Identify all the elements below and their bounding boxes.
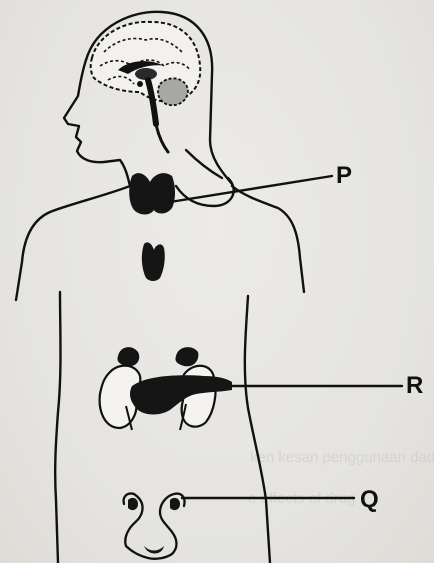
label-r: R	[406, 372, 423, 399]
brain	[91, 22, 201, 152]
left-adrenal-gland	[117, 347, 139, 366]
right-ovary	[170, 498, 180, 510]
right-shoulder-arm	[232, 186, 304, 292]
right-adrenal-gland	[175, 347, 198, 366]
left-torso-side	[55, 292, 60, 563]
bleed-through-line-1: ken kesan penggunaan dadah,	[250, 449, 434, 466]
thymus-shape	[142, 242, 165, 281]
kidneys-and-pancreas	[100, 347, 232, 430]
label-q: Q	[360, 486, 379, 513]
thyroid-gland	[129, 173, 175, 214]
label-p: P	[336, 162, 352, 189]
right-torso-side	[245, 296, 270, 563]
thymus-gland	[142, 242, 165, 281]
reproductive-organs	[124, 493, 185, 558]
spinal-cord	[156, 124, 168, 152]
pituitary-gland	[137, 81, 143, 87]
left-shoulder-arm	[16, 186, 130, 300]
cervix	[144, 546, 164, 554]
left-ovary	[128, 498, 138, 510]
thyroid-shape	[129, 173, 175, 214]
cerebellum	[158, 78, 188, 105]
